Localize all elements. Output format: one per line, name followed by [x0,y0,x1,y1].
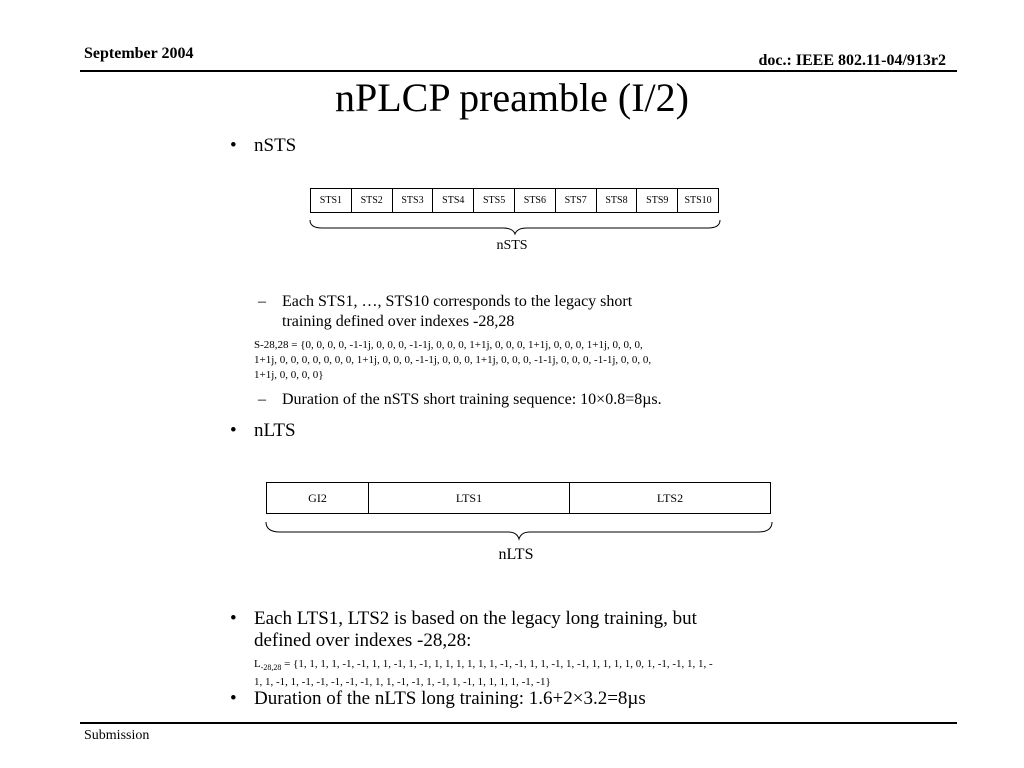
nsts-brace-label: nSTS [496,238,528,253]
lts-sequence-line2: 1, 1, -1, 1, -1, -1, -1, -1, -1, 1, 1, -… [254,676,551,689]
lts-seq-subscript: -28,28 [260,663,282,673]
dash-marker: – [258,391,266,408]
lts-sequence: L-28,28 = {1, 1, 1, 1, -1, -1, 1, 1, -1,… [254,657,814,690]
header-doc-id: doc.: IEEE 802.11-04/913r2 [758,52,946,69]
lts-cell-lts1: LTS1 [369,483,570,513]
bullet-nsts-label: nSTS [254,135,297,156]
nsts-sub-bullet-2: – Duration of the nSTS short training se… [258,390,752,410]
lts-desc-line2: defined over indexes -28,28: [254,630,472,651]
sts-cell-10: STS10 [684,195,712,206]
nsts-brace [309,219,721,236]
bullet-dot: • [230,135,237,156]
nlts-frame-diagram: GI2 LTS1 LTS2 [266,482,771,514]
sts-sequence: S-28,28 = {0, 0, 0, 0, -1-1j, 0, 0, 0, -… [254,338,734,383]
bullet-dot: • [230,688,237,709]
nsts-sub1-line2: training defined over indexes -28,28 [282,313,515,330]
bullet-dot: • [230,608,237,629]
nsts-sub1-line1: Each STS1, …, STS10 corresponds to the l… [282,293,633,310]
nlts-brace-label: nLTS [498,546,534,563]
nsts-frame-diagram: STS1 STS2 STS3 STS4 STS5 STS6 STS7 STS8 … [310,188,719,213]
bullet-dot: • [230,420,237,441]
sts-cell-6: STS6 [515,189,556,212]
bullet-nlts: • nLTS [230,420,296,442]
sts-sequence-line1: S-28,28 = {0, 0, 0, 0, -1-1j, 0, 0, 0, -… [254,339,643,351]
bullet-nsts: • nSTS [230,135,297,157]
lts-cell-gi2: GI2 [267,483,369,513]
sts-cell-5: STS5 [474,189,515,212]
nsts-duration-text: Duration of the nSTS short training sequ… [282,391,662,408]
nlts-brace [265,521,773,541]
sts-sequence-line2: 1+1j, 0, 0, 0, 0, 0, 0, 0, 1+1j, 0, 0, 0… [254,354,652,366]
sts-cell-4: STS4 [433,189,475,212]
bullet-nlts-label: nLTS [254,420,296,441]
dash-marker: – [258,293,266,310]
header-rule [80,70,957,72]
sts-cell-7: STS7 [556,189,597,212]
nlts-duration-text: Duration of the nLTS long training: 1.6+… [254,688,646,709]
nsts-sub-bullet-1: – Each STS1, …, STS10 corresponds to the… [258,292,722,332]
sts-cell-1: STS1 [311,189,352,212]
bullet-lts-description: • Each LTS1, LTS2 is based on the legacy… [230,608,814,652]
header-date: September 2004 [84,45,194,62]
lts-seq-symbol: L [254,658,261,670]
lts-sequence-line1: = {1, 1, 1, 1, -1, -1, 1, 1, -1, 1, -1, … [281,658,713,670]
sts-cell-3: STS3 [393,189,434,212]
sts-cell-8: STS8 [597,189,638,212]
sts-cell-2: STS2 [352,189,393,212]
footer-rule [80,722,957,724]
footer-label: Submission [84,728,150,743]
slide-title: nPLCP preamble (I/2) [334,75,689,120]
sts-sequence-line3: 1+1j, 0, 0, 0, 0} [254,369,324,381]
sts-cell-9: STS9 [637,189,679,212]
lts-desc-line1: Each LTS1, LTS2 is based on the legacy l… [254,608,697,629]
bullet-nlts-duration: • Duration of the nLTS long training: 1.… [230,688,814,710]
lts-cell-lts2: LTS2 [656,490,684,505]
